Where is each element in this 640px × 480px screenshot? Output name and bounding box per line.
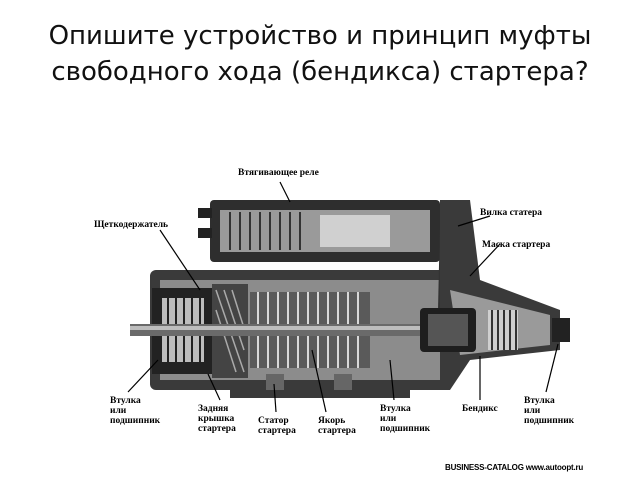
watermark: BUSINESS-CATALOG www.autoopt.ru — [445, 463, 584, 472]
label-bushing-left: Втулка или подшипник — [110, 396, 161, 426]
label-bushing-right: Втулка или подшипник — [524, 396, 575, 426]
label-bushing-mid: Втулка или подшипник — [380, 404, 431, 434]
label-stator: Статор стартера — [258, 416, 296, 436]
base-rail — [230, 388, 410, 398]
solenoid-relay — [198, 200, 440, 262]
label-armature: Якорь стартера — [318, 416, 356, 436]
bendix-drive — [420, 308, 518, 352]
label-brush-holder: Щеткодержатель — [94, 220, 169, 230]
starter-cutaway-diagram: Втягивающее реле Вилка статера Щеткодерж… — [90, 160, 590, 450]
label-solenoid-relay: Втягивающее реле — [238, 168, 319, 178]
starter-illustration — [127, 181, 570, 413]
label-shift-fork: Вилка статера — [480, 208, 543, 218]
label-rear-cover: Задняя крышка стартера — [198, 404, 236, 434]
label-starter-mask: Маска стартера — [482, 240, 551, 250]
label-bendix: Бендикс — [462, 404, 498, 414]
slide-title: Опишите устройство и принцип муфты свобо… — [48, 21, 592, 87]
front-bushing — [552, 318, 570, 342]
leader-lines — [127, 181, 559, 413]
